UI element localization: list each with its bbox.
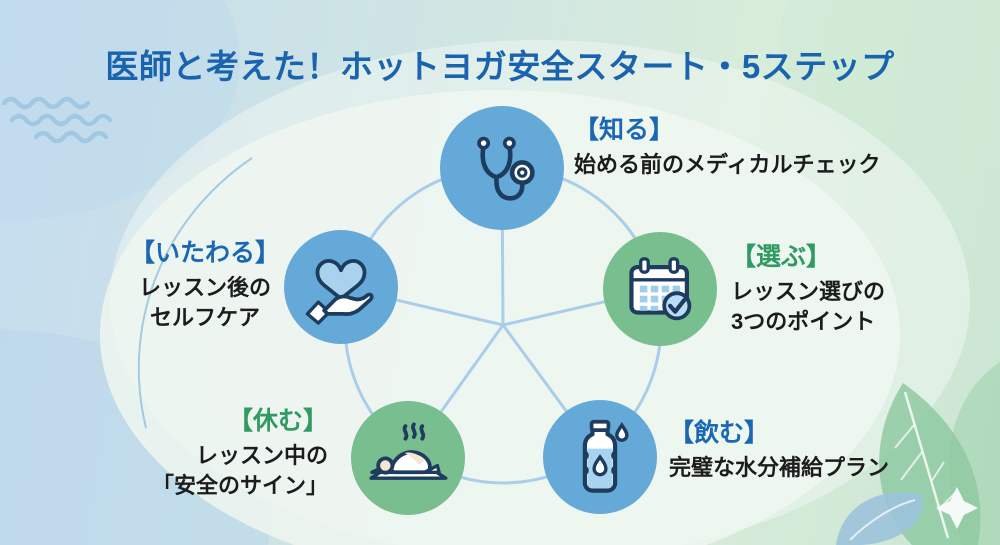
wave-lines-icon — [1, 96, 113, 144]
connector-spokes — [340, 167, 661, 459]
node-care — [284, 230, 398, 344]
step-line: 「安全のサイン」 — [151, 472, 328, 498]
step-tag: 【飲む】 — [669, 419, 770, 447]
step-tag: 【知る】 — [574, 116, 675, 144]
heart-in-hand-icon — [305, 259, 374, 325]
step-line: レッスン選びの — [731, 279, 886, 304]
child-pose-icon — [369, 422, 448, 480]
step-line: 3つのポイント — [731, 308, 876, 334]
leaf-vein — [903, 391, 950, 539]
calendar-check-icon — [629, 257, 692, 321]
label-choose: 【選ぶ】 レッスン選びの 3つのポイント — [731, 240, 885, 337]
step-line: レッスン後の — [138, 275, 271, 300]
center-blob-2 — [110, 40, 970, 545]
leaves-decor — [836, 362, 1000, 545]
node-know — [440, 106, 564, 230]
label-rest: 【休む】 レッスン中の 「安全のサイン」 — [152, 404, 328, 501]
label-care: 【いたわる】 レッスン後の セルフケア — [110, 236, 300, 333]
step-line: 完璧な水分補給プラン — [669, 455, 890, 480]
step-line: レッスン中の — [195, 443, 328, 468]
leaf-vein — [849, 499, 916, 541]
step-line: セルフケア — [149, 304, 260, 330]
step-tag: 【休む】 — [227, 407, 328, 435]
water-bottle-icon — [582, 419, 629, 493]
sparkle-icon — [936, 487, 978, 529]
label-know: 【知る】 始める前のメディカルチェック — [574, 113, 880, 180]
step-tag: 【いたわる】 — [129, 239, 280, 267]
blob-edge-line — [137, 157, 253, 429]
page-title: 医師と考えた！ホットヨガ安全スタート・5ステップ — [105, 48, 895, 85]
node-choose — [603, 232, 717, 346]
leaf-veins — [894, 424, 957, 511]
step-line: 始める前のメディカルチェック — [574, 152, 881, 177]
stethoscope-icon — [477, 136, 535, 201]
step-tag: 【選ぶ】 — [731, 243, 832, 271]
label-drink: 【飲む】 完璧な水分補給プラン — [669, 416, 889, 483]
node-drink — [543, 400, 657, 514]
node-rest — [351, 401, 465, 515]
